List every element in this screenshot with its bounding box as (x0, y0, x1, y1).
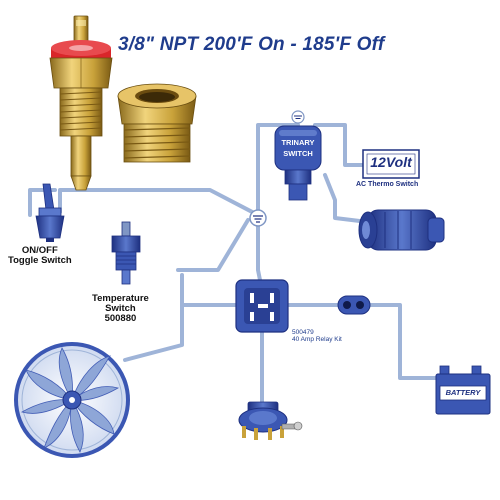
brass-adapter-bushing (117, 83, 197, 163)
battery-label: BATTERY (445, 388, 481, 397)
trinary-switch-label-line2: SWITCH (283, 148, 313, 158)
ac-compressor (358, 209, 445, 251)
thermostat-sensor-brass (49, 15, 113, 191)
temperature-switch-label-line2: Switch (105, 302, 136, 314)
wire-trinary-to-thermo (313, 123, 364, 167)
wire-trinary-to-compressor (323, 173, 370, 224)
ground-symbol-top (291, 110, 305, 124)
toggle-switch (35, 183, 65, 242)
wire-temp-to-ground (176, 218, 250, 272)
wire-toggle-to-ground (58, 188, 260, 217)
relay-kit-label: 40 Amp Relay Kit (292, 336, 342, 343)
trinary-switch-label-line1: TRINARY (281, 138, 315, 147)
battery (435, 365, 491, 415)
wires (28, 123, 447, 407)
wire-fuse-to-battery (368, 303, 447, 380)
ignition-switch (238, 401, 303, 440)
ac-thermo-switch-label: AC Thermo Switch (356, 181, 419, 188)
temperature-switch-label-line3: 500880 (104, 312, 137, 324)
wire-ground-to-trinary (256, 123, 300, 217)
trinary-switch-label: TRINARY SWITCH (275, 139, 321, 158)
toggle-switch-label-line2: Toggle Switch (8, 254, 72, 266)
ground-symbol (249, 209, 267, 227)
temperature-switch (111, 221, 141, 285)
temperature-switch-label-line1: Temperature (92, 293, 149, 304)
ac-thermo-switch-badge (362, 149, 420, 179)
electric-fan (14, 342, 130, 458)
ac-thermo-badge-text: 12Volt (370, 154, 412, 170)
trinary-switch (274, 125, 322, 201)
relay-part-number: 500479 (292, 329, 314, 336)
relay (235, 279, 289, 333)
wire-relay-to-fan (123, 303, 242, 362)
toggle-switch-label-line1: ON/OFF (21, 245, 58, 256)
temperature-switch-label: Temperature Switch 500880 (92, 294, 149, 324)
inline-fuse (337, 295, 371, 315)
page-title: 3/8" NPT 200'F On - 185'F Off (118, 34, 385, 55)
toggle-switch-label: ON/OFF Toggle Switch (8, 246, 72, 266)
